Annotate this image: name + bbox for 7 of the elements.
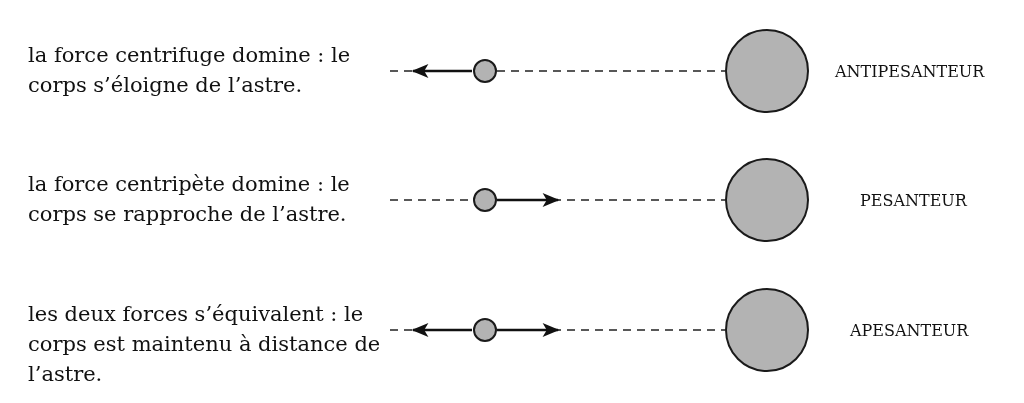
- description-text: la force centrifuge domine : le corps s’éloigne de l’astre.: [28, 42, 352, 99]
- description-text: la force centripète domine : le corps se rapproche de l’astre.: [28, 171, 351, 228]
- description-text: les deux forces s’équivalent : le corps est maintenu à distance de l’astre.: [28, 301, 382, 388]
- state-label: PESANTEUR: [860, 191, 967, 210]
- state-label: ANTIPESANTEUR: [835, 62, 985, 81]
- state-label: APESANTEUR: [850, 321, 969, 340]
- dashed-line: [496, 70, 726, 72]
